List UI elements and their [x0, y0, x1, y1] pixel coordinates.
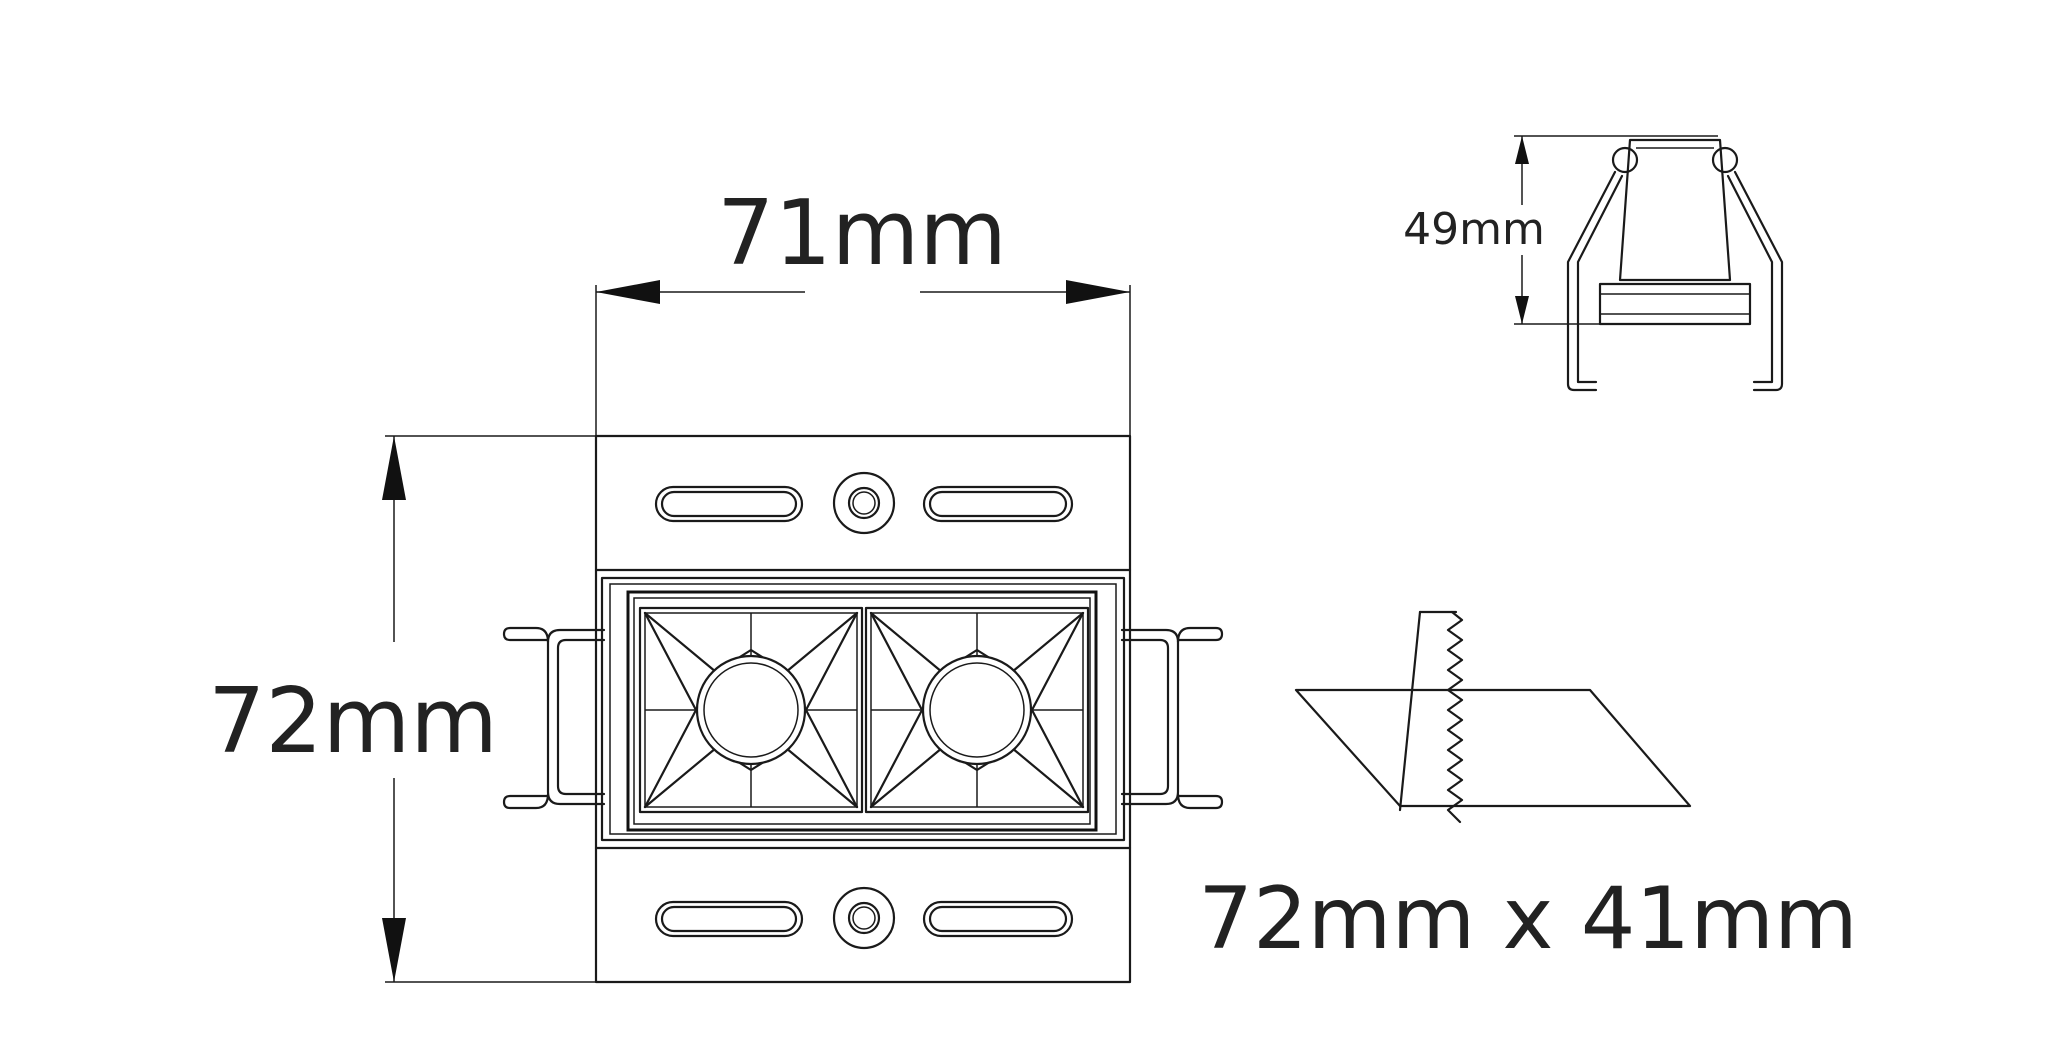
- bottom-mounting-slots: [654, 886, 1074, 950]
- height-dimension: 72mm: [208, 435, 596, 983]
- height-arrow-top: [382, 436, 406, 500]
- width-arrow-left: [596, 280, 660, 304]
- height-label: 72mm: [208, 669, 498, 774]
- left-spring-clip: [502, 626, 606, 810]
- cutout-label: 72mm x 41mm: [1198, 869, 1858, 969]
- right-spring-clip: [1120, 626, 1224, 810]
- height-arrow-bottom: [382, 918, 406, 982]
- depth-label: 49mm: [1403, 204, 1545, 255]
- right-lens-cell: [864, 606, 1090, 814]
- left-lens-cell: [638, 606, 864, 814]
- width-arrow-right: [1066, 280, 1130, 304]
- width-label: 71mm: [717, 181, 1007, 286]
- depth-arrow-bottom: [1515, 296, 1529, 324]
- cutout-symbol: 72mm x 41mm: [1198, 610, 1858, 969]
- side-view: 49mm: [1403, 135, 1784, 392]
- width-dimension: 71mm: [595, 181, 1131, 440]
- depth-arrow-top: [1515, 136, 1529, 164]
- top-mounting-slots: [654, 471, 1074, 535]
- front-view: [502, 434, 1224, 984]
